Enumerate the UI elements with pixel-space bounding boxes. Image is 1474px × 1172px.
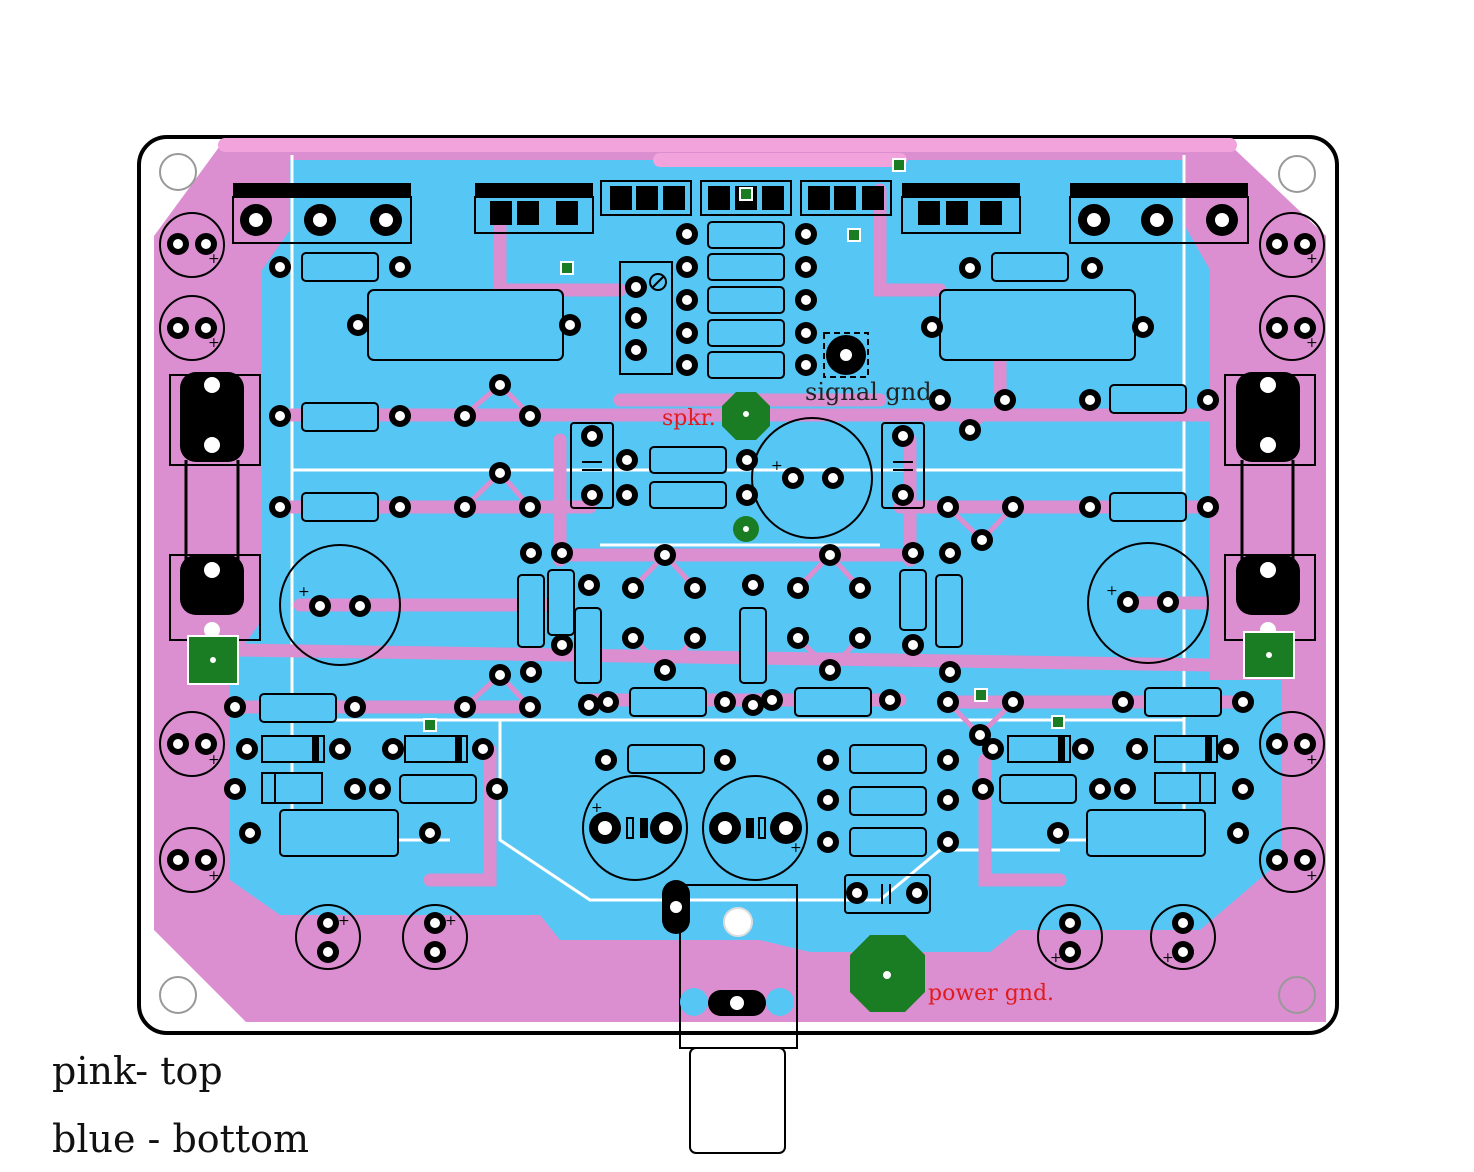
- signal-gnd-label: signal gnd: [805, 378, 932, 406]
- svg-text:+: +: [790, 840, 802, 856]
- output-transistor-left: [232, 183, 412, 244]
- svg-text:+: +: [1106, 583, 1118, 599]
- electrolytic-capacitors: [279, 417, 1209, 881]
- svg-text:+: +: [1306, 868, 1318, 884]
- svg-text:+: +: [445, 913, 457, 929]
- svg-text:+: +: [208, 251, 220, 267]
- svg-text:+: +: [1306, 335, 1318, 351]
- svg-text:+: +: [338, 913, 350, 929]
- side-capacitors: [159, 212, 1325, 970]
- svg-text:+: +: [771, 458, 783, 474]
- svg-text:+: +: [208, 868, 220, 884]
- electrolytic-pads: [309, 467, 1179, 844]
- svg-text:+: +: [208, 335, 220, 351]
- diodes: [261, 735, 1218, 804]
- fuse-holder-left: [169, 372, 261, 685]
- polarity-marks: + + + + + + + + + + + + + + + + +: [208, 251, 1318, 966]
- trimmer-pot: [619, 261, 673, 375]
- output-transistor-right: [1069, 183, 1249, 244]
- power-gnd-label: power gnd.: [928, 981, 1054, 1006]
- vertical-resistors: [517, 569, 963, 684]
- power-ground-pad: [850, 935, 925, 1012]
- svg-text:+: +: [1050, 950, 1062, 966]
- speaker-pad: [722, 392, 770, 542]
- fuse-holder-right: [1224, 372, 1316, 679]
- spkr-label: spkr.: [662, 406, 716, 431]
- svg-text:+: +: [1306, 752, 1318, 768]
- mounting-holes: [159, 153, 1316, 1014]
- svg-text:+: +: [591, 800, 603, 816]
- driver-transistor-strips: [474, 180, 1021, 234]
- vias: [423, 158, 1065, 732]
- svg-text:+: +: [1162, 950, 1174, 966]
- film-capacitors: [570, 422, 931, 914]
- bottom-regulator: [662, 880, 798, 1154]
- legend-bottom-layer: blue - bottom: [52, 1117, 310, 1161]
- top-traces: [218, 138, 1237, 167]
- svg-text:+: +: [1306, 251, 1318, 267]
- legend-top-layer: pink- top: [52, 1049, 223, 1093]
- signal-ground-pad: [823, 332, 869, 378]
- resistors: [259, 221, 1222, 857]
- svg-text:+: +: [298, 584, 310, 600]
- svg-text:+: +: [208, 752, 220, 768]
- square-pads: [490, 186, 1002, 225]
